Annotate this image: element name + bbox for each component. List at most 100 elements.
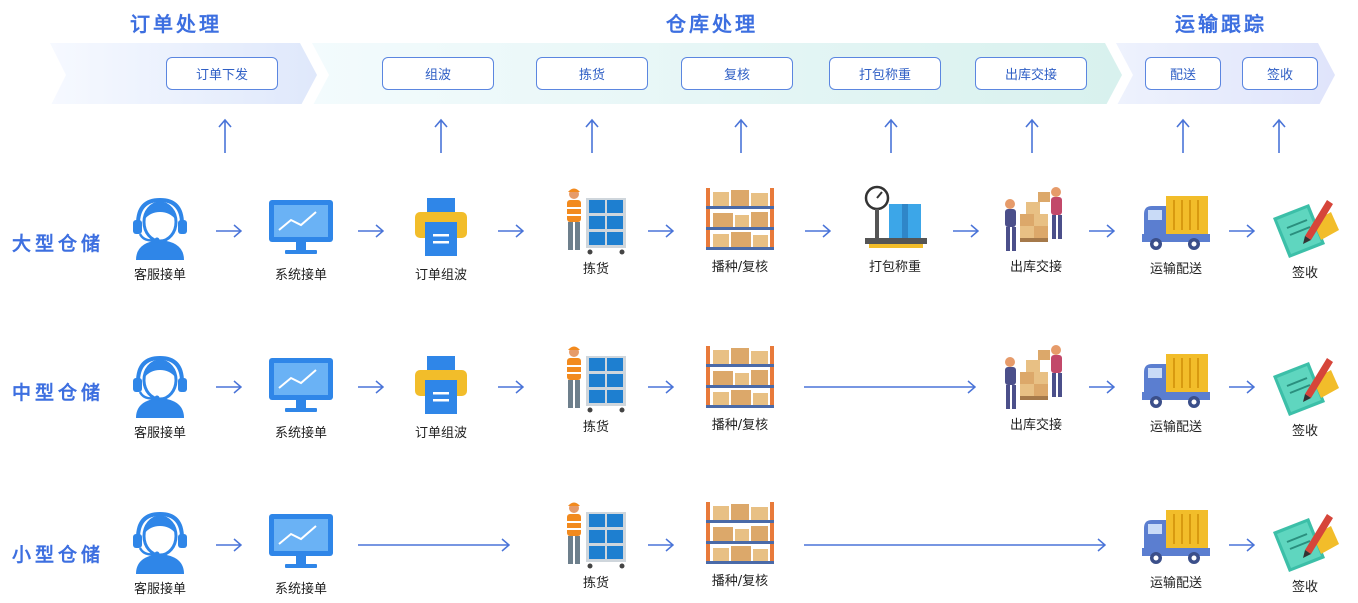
warehouse-picker-icon bbox=[567, 346, 626, 413]
step-sort-review: 播种/复核 bbox=[685, 498, 795, 589]
warehouse-picker-icon bbox=[567, 188, 626, 255]
stage-picking-button[interactable]: 拣货 bbox=[536, 57, 648, 90]
arrow-right-icon bbox=[1089, 380, 1115, 394]
row-label-small: 小型仓储 bbox=[12, 544, 105, 566]
step-label: 客服接单 bbox=[133, 268, 186, 283]
arrow-up-icon bbox=[434, 118, 448, 153]
delivery-truck-icon bbox=[1142, 196, 1210, 250]
arrow-right-icon bbox=[358, 380, 384, 394]
delivery-truck-icon bbox=[1142, 510, 1210, 564]
step-label: 客服接单 bbox=[133, 426, 186, 441]
step-picking: 拣货 bbox=[541, 344, 651, 435]
stage-pack-weigh-button[interactable]: 打包称重 bbox=[829, 57, 941, 90]
outbound-handover-icon bbox=[1005, 187, 1062, 251]
step-customer-service: 客服接单 bbox=[105, 350, 215, 441]
step-label: 运输配送 bbox=[1149, 262, 1202, 277]
step-label: 订单组波 bbox=[414, 426, 467, 441]
arrow-right-icon bbox=[805, 224, 831, 238]
arrow-up-icon bbox=[1176, 118, 1190, 153]
step-system-order: 系统接单 bbox=[246, 350, 356, 441]
step-label: 签收 bbox=[1291, 266, 1318, 281]
step-label: 运输配送 bbox=[1149, 576, 1202, 591]
arrow-right-icon bbox=[216, 538, 242, 552]
step-outbound-handover: 出库交接 bbox=[981, 342, 1091, 433]
stage-wave-button[interactable]: 组波 bbox=[382, 57, 494, 90]
arrow-right-icon bbox=[953, 224, 979, 238]
step-label: 签收 bbox=[1291, 580, 1318, 595]
arrow-right-icon bbox=[498, 380, 524, 394]
printer-icon bbox=[415, 198, 467, 256]
phase-title-order: 订单处理 bbox=[130, 12, 222, 36]
step-label: 签收 bbox=[1291, 424, 1318, 439]
stage-outbound-button[interactable]: 出库交接 bbox=[975, 57, 1087, 90]
monitor-icon bbox=[269, 200, 333, 254]
arrow-up-icon bbox=[1025, 118, 1039, 153]
step-label: 客服接单 bbox=[133, 582, 186, 597]
step-label: 拣货 bbox=[582, 576, 609, 591]
step-system-order: 系统接单 bbox=[246, 192, 356, 283]
arrow-right-icon bbox=[1089, 224, 1115, 238]
step-order-wave: 订单组波 bbox=[386, 192, 496, 283]
sign-document-icon bbox=[1273, 514, 1339, 572]
row-label-medium: 中型仓储 bbox=[12, 382, 105, 404]
step-transport-delivery: 运输配送 bbox=[1121, 500, 1231, 591]
step-label: 系统接单 bbox=[274, 426, 327, 441]
step-label: 运输配送 bbox=[1149, 420, 1202, 435]
customer-service-icon bbox=[133, 511, 187, 574]
step-label: 拣货 bbox=[582, 420, 609, 435]
stage-order-dispatch-button[interactable]: 订单下发 bbox=[166, 57, 278, 90]
step-label: 打包称重 bbox=[868, 260, 921, 275]
step-signoff: 签收 bbox=[1250, 348, 1358, 439]
step-label: 拣货 bbox=[582, 262, 609, 277]
phase-title-transport: 运输跟踪 bbox=[1175, 12, 1267, 36]
arrow-right-icon bbox=[648, 380, 674, 394]
sign-document-icon bbox=[1273, 358, 1339, 416]
phase-title-warehouse: 仓库处理 bbox=[666, 12, 758, 36]
arrow-up-icon bbox=[734, 118, 748, 153]
arrow-right-icon bbox=[1229, 538, 1255, 552]
step-label: 播种/复核 bbox=[711, 418, 769, 433]
arrow-right-icon bbox=[216, 224, 242, 238]
arrow-right-icon bbox=[358, 538, 510, 552]
step-label: 系统接单 bbox=[274, 268, 327, 283]
step-signoff: 签收 bbox=[1250, 190, 1358, 281]
step-customer-service: 客服接单 bbox=[105, 192, 215, 283]
arrow-up-icon bbox=[1272, 118, 1286, 153]
step-label: 出库交接 bbox=[1009, 418, 1062, 433]
step-outbound-handover: 出库交接 bbox=[981, 184, 1091, 275]
step-signoff: 签收 bbox=[1250, 504, 1358, 595]
weighing-scale-icon bbox=[864, 185, 927, 248]
storage-shelf-icon bbox=[706, 502, 774, 564]
step-customer-service: 客服接单 bbox=[105, 506, 215, 597]
customer-service-icon bbox=[133, 355, 187, 418]
sign-document-icon bbox=[1273, 200, 1339, 258]
arrow-right-icon bbox=[648, 224, 674, 238]
step-label: 系统接单 bbox=[274, 582, 327, 597]
arrow-up-icon bbox=[884, 118, 898, 153]
step-transport-delivery: 运输配送 bbox=[1121, 186, 1231, 277]
arrow-right-icon bbox=[216, 380, 242, 394]
step-order-wave: 订单组波 bbox=[386, 350, 496, 441]
printer-icon bbox=[415, 356, 467, 414]
step-system-order: 系统接单 bbox=[246, 506, 356, 597]
arrow-right-icon bbox=[804, 538, 1106, 552]
stage-signoff-button[interactable]: 签收 bbox=[1242, 57, 1318, 90]
storage-shelf-icon bbox=[706, 188, 774, 250]
delivery-truck-icon bbox=[1142, 354, 1210, 408]
step-picking: 拣货 bbox=[541, 500, 651, 591]
monitor-icon bbox=[269, 358, 333, 412]
arrow-right-icon bbox=[1229, 224, 1255, 238]
step-label: 播种/复核 bbox=[711, 260, 769, 275]
arrow-right-icon bbox=[804, 380, 976, 394]
step-label: 出库交接 bbox=[1009, 260, 1062, 275]
arrow-right-icon bbox=[498, 224, 524, 238]
storage-shelf-icon bbox=[706, 346, 774, 408]
stage-review-button[interactable]: 复核 bbox=[681, 57, 793, 90]
arrow-up-icon bbox=[585, 118, 599, 153]
stage-delivery-button[interactable]: 配送 bbox=[1145, 57, 1221, 90]
warehouse-picker-icon bbox=[567, 502, 626, 569]
arrow-right-icon bbox=[1229, 380, 1255, 394]
step-pack-weigh: 打包称重 bbox=[840, 184, 950, 275]
monitor-icon bbox=[269, 514, 333, 568]
step-transport-delivery: 运输配送 bbox=[1121, 344, 1231, 435]
